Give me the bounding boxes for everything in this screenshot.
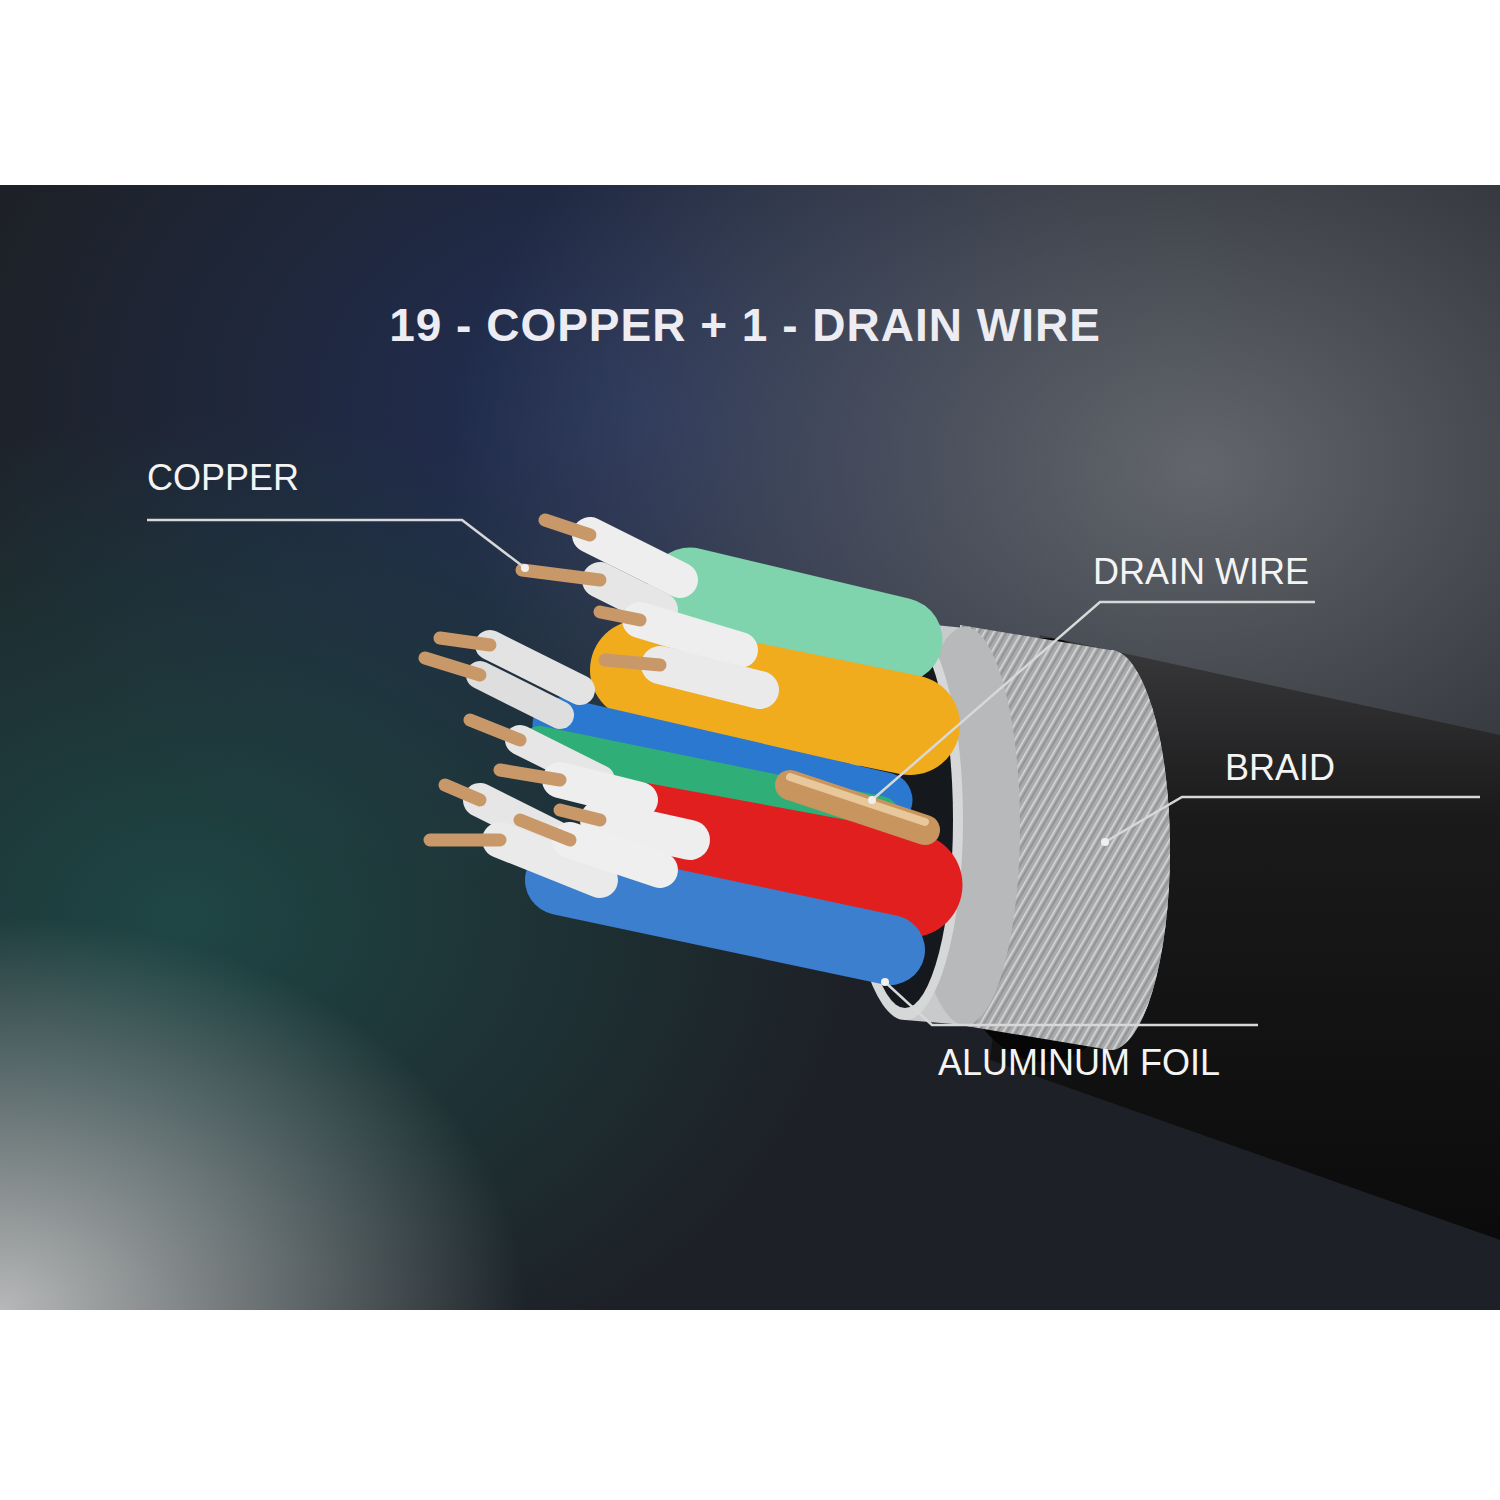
part-label: ALUMINUM FOIL (938, 1042, 1220, 1084)
copper-tips (425, 520, 660, 840)
background-panel (0, 185, 1500, 1310)
insulated-wires (480, 535, 760, 880)
leader-lines (147, 520, 1480, 1025)
cable-jacket (990, 635, 1500, 1240)
part-label: BRAID (1225, 747, 1335, 789)
part-label: COPPER (147, 457, 299, 499)
diagram-title: 19 - COPPER + 1 - DRAIN WIRE (389, 298, 1101, 352)
part-label: DRAIN WIRE (1093, 551, 1309, 593)
